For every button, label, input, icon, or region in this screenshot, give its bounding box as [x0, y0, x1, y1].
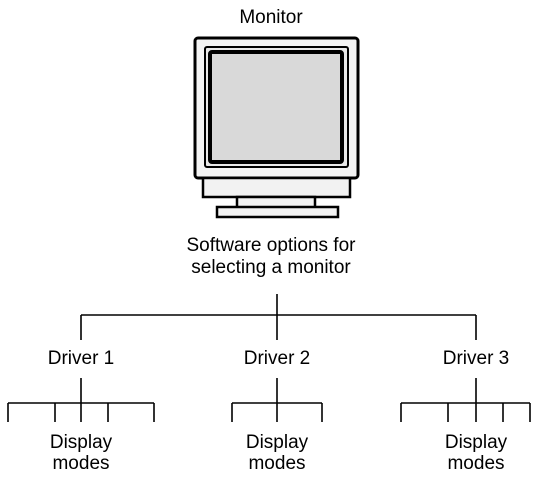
- monitor-title: Monitor: [239, 7, 303, 28]
- display-modes-line-2: modes: [447, 453, 505, 474]
- display-modes-line-2: modes: [52, 453, 110, 474]
- display-modes-line-1: Display: [444, 432, 508, 453]
- display-modes-line-1: Display: [245, 432, 309, 453]
- driver-2-label: Driver 2: [243, 348, 311, 369]
- driver-2-display-modes: Display modes: [217, 432, 337, 474]
- display-modes-line-2: modes: [248, 453, 306, 474]
- software-options-caption: Software options for selecting a monitor: [121, 235, 421, 279]
- caption-line-1: Software options for: [186, 235, 356, 256]
- display-modes-line-1: Display: [49, 432, 113, 453]
- tree-connectors: [7, 294, 531, 422]
- crt-monitor-icon: [193, 36, 360, 219]
- driver-1-label: Driver 1: [47, 348, 115, 369]
- driver-3-display-modes: Display modes: [416, 432, 536, 474]
- driver-1-display-modes: Display modes: [21, 432, 141, 474]
- driver-3-label: Driver 3: [442, 348, 510, 369]
- caption-line-2: selecting a monitor: [191, 257, 351, 278]
